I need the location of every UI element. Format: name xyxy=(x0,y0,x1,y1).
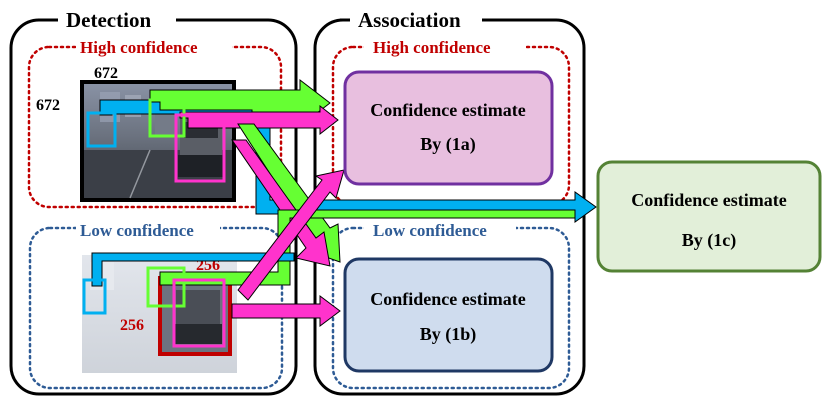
detection-high-label: High confidence xyxy=(80,38,198,57)
box-1b-line1: Confidence estimate xyxy=(370,289,525,309)
crossing-arrows-down xyxy=(231,123,341,267)
association-title: Association xyxy=(358,8,461,32)
confidence-box-1b: Confidence estimate By (1b) xyxy=(343,257,554,373)
pink-arrow-low xyxy=(231,169,345,327)
association-high-label: High confidence xyxy=(373,38,491,57)
pink-arrow-high xyxy=(179,104,339,136)
detection-low-label: Low confidence xyxy=(80,221,194,240)
high-detection-boxes xyxy=(86,98,226,183)
confidence-box-1a: Confidence estimate By (1a) xyxy=(343,70,554,186)
association-high-group: High confidence xyxy=(331,37,571,207)
low-image-height-label: 256 xyxy=(120,317,144,334)
low-detection-boxes xyxy=(82,266,226,348)
box-1c-line2: By (1c) xyxy=(682,230,736,251)
box-1a-line1: Confidence estimate xyxy=(370,100,525,120)
association-low-label: Low confidence xyxy=(373,221,487,240)
box-1b-line2: By (1b) xyxy=(420,324,477,345)
green-arrow-low xyxy=(159,209,576,286)
association-low-group: Low confidence xyxy=(331,220,571,390)
detection-title: Detection xyxy=(66,8,151,32)
confidence-box-1c: Confidence estimate By (1c) xyxy=(596,160,822,273)
box-1a-line2: By (1a) xyxy=(420,134,476,155)
detection-low-group: Low confidence xyxy=(28,220,284,390)
box-1c-line1: Confidence estimate xyxy=(631,190,786,210)
high-image-height-label: 672 xyxy=(36,97,60,114)
high-image-width-label: 672 xyxy=(94,65,118,82)
